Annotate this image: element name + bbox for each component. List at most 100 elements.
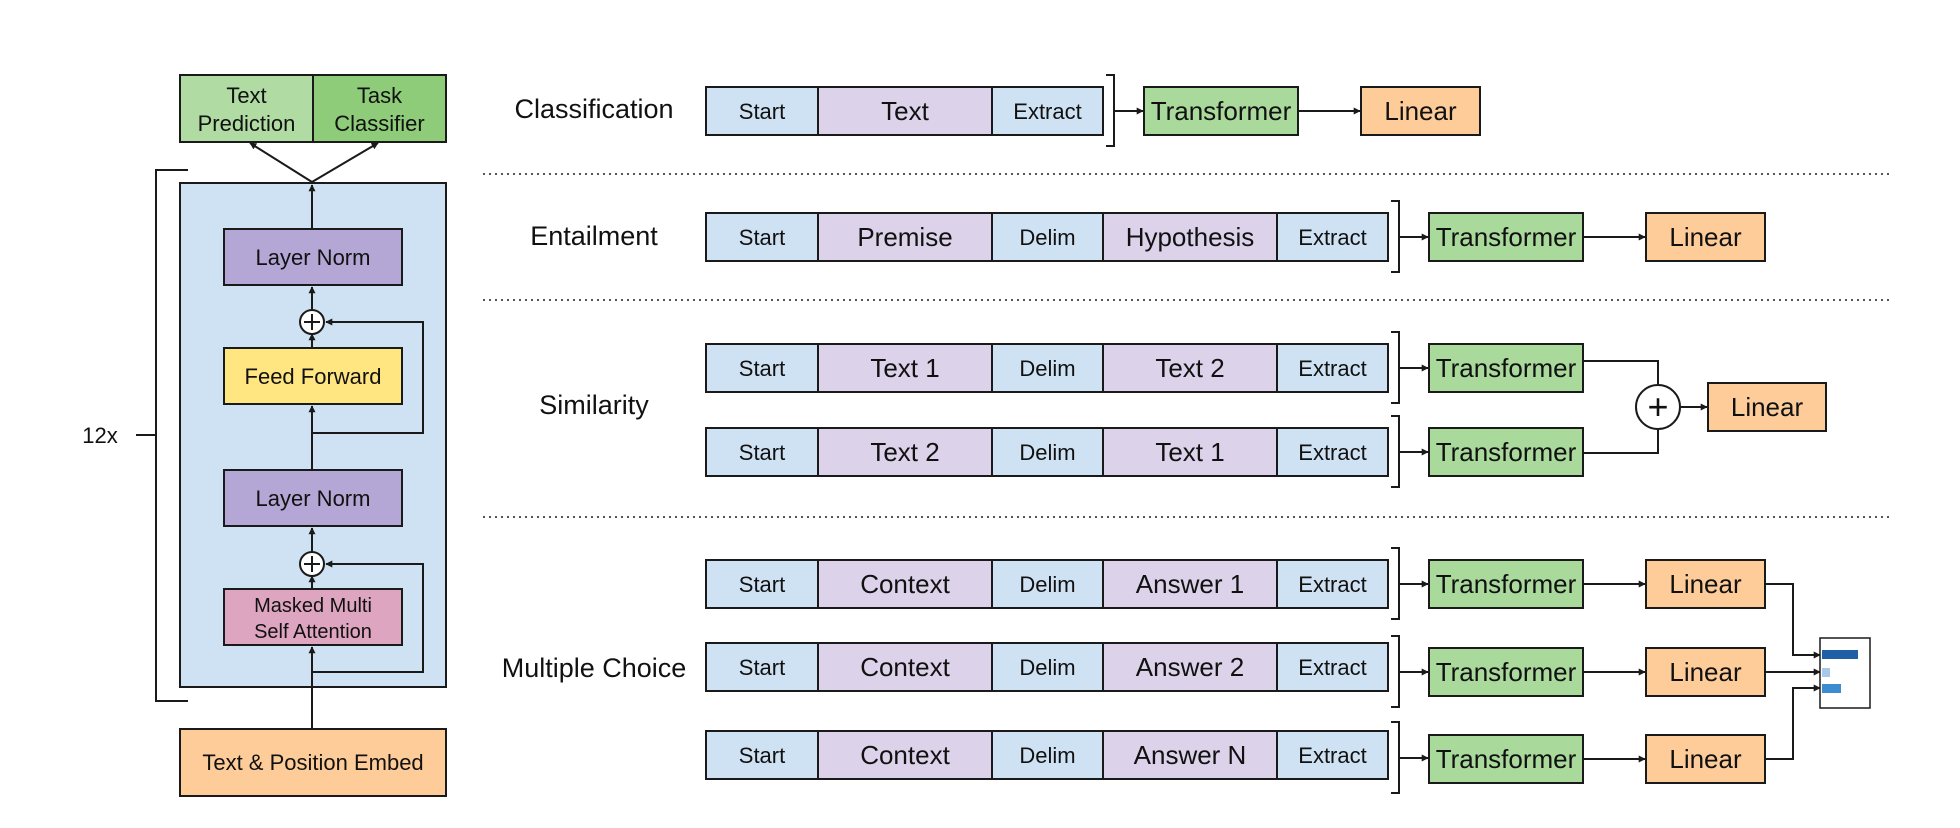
masked-self-attention-label-line1: Masked Multi	[254, 595, 372, 617]
task-label: Entailment	[530, 221, 658, 251]
token-extract	[1276, 427, 1389, 477]
token-start-label: Start	[739, 655, 785, 680]
token-start	[705, 642, 819, 692]
feed-forward-label: Feed Forward	[245, 364, 382, 389]
token-extract	[1276, 730, 1389, 780]
linear-label: Linear	[1731, 392, 1804, 422]
connector-to-softmax	[1765, 684, 1821, 760]
token-text-1-label: Text 1	[1155, 437, 1224, 467]
token-extract	[1276, 559, 1389, 609]
token-start	[705, 427, 819, 477]
sequence-bracket	[1391, 547, 1400, 620]
text-position-embed-box	[179, 728, 447, 797]
transformer-label: Transformer	[1151, 96, 1292, 126]
token-extract	[1276, 642, 1389, 692]
repeat-count: 12x	[82, 423, 117, 448]
token-hypothesis	[1102, 212, 1278, 262]
token-text-2	[1102, 343, 1278, 393]
linear-box	[1645, 212, 1766, 262]
token-context-label: Context	[860, 652, 950, 682]
transformer-box	[1143, 86, 1299, 136]
token-extract-label: Extract	[1298, 440, 1366, 465]
token-start	[705, 343, 819, 393]
task-classifier-label-line1: Task	[357, 83, 403, 108]
token-start-label: Start	[739, 572, 785, 597]
token-start	[705, 730, 819, 780]
sequence-bracket	[1391, 331, 1400, 404]
token-delim-label: Delim	[1019, 572, 1075, 597]
token-text-1-label: Text 1	[870, 353, 939, 383]
text-prediction-box	[179, 74, 314, 143]
masked-self-attention-label-line2: Self Attention	[254, 621, 372, 643]
softmax-bar-icon	[1819, 637, 1871, 709]
token-text-2-label: Text 2	[870, 437, 939, 467]
token-text	[817, 86, 993, 136]
token-delim-label: Delim	[1019, 356, 1075, 381]
token-answer-2	[1102, 642, 1278, 692]
sequence-bracket	[1106, 74, 1115, 147]
text-prediction-label-line2: Prediction	[198, 111, 296, 136]
token-delim	[991, 559, 1104, 609]
task-multiple-choice: Multiple Choice Start Context Delim Answ…	[502, 547, 1871, 794]
token-delim	[991, 343, 1104, 393]
token-extract-label: Extract	[1298, 743, 1366, 768]
token-start	[705, 212, 819, 262]
task-label: Multiple Choice	[502, 653, 687, 683]
linear-box	[1360, 86, 1481, 136]
linear-box	[1707, 382, 1827, 432]
token-answer-n-label: Answer N	[1134, 740, 1247, 770]
token-extract	[991, 86, 1104, 136]
token-extract-label: Extract	[1013, 99, 1081, 124]
transformer-label: Transformer	[1436, 437, 1577, 467]
linear-label: Linear	[1669, 222, 1742, 252]
token-context-label: Context	[860, 569, 950, 599]
sequence-bracket	[1391, 721, 1400, 794]
model-architecture: Text Prediction Task Classifier 12x La	[82, 74, 447, 797]
token-start-label: Start	[739, 99, 785, 124]
token-delim	[991, 730, 1104, 780]
token-text-1	[1102, 427, 1278, 477]
transformer-label: Transformer	[1436, 353, 1577, 383]
arrow-to-task-classifier	[311, 142, 379, 183]
token-hypothesis-label: Hypothesis	[1126, 222, 1255, 252]
layer-norm-bottom-label: Layer Norm	[256, 486, 371, 511]
residual-connection-feedforward	[312, 318, 424, 434]
task-classification: Classification Start Text Extract Transf…	[514, 74, 1481, 147]
token-text-2-label: Text 2	[1155, 353, 1224, 383]
transformer-label: Transformer	[1436, 744, 1577, 774]
linear-label: Linear	[1384, 96, 1457, 126]
token-extract-label: Extract	[1298, 225, 1366, 250]
arrow-to-text-prediction	[249, 142, 313, 183]
linear-label: Linear	[1669, 744, 1742, 774]
token-answer-2-label: Answer 2	[1136, 652, 1244, 682]
layer-norm-bottom-box	[223, 469, 403, 527]
task-entailment: Entailment Start Premise Delim Hypothesi…	[530, 200, 1766, 273]
token-context-label: Context	[860, 740, 950, 770]
text-prediction-label-line1: Text	[226, 83, 266, 108]
task-classifier-label-line2: Classifier	[334, 111, 424, 136]
linear-box	[1645, 559, 1766, 609]
masked-self-attention-box	[223, 588, 403, 646]
token-start-label: Start	[739, 356, 785, 381]
plus-icon	[304, 556, 320, 572]
token-answer-1	[1102, 559, 1278, 609]
linear-label: Linear	[1669, 657, 1742, 687]
connector-to-softmax	[1765, 583, 1821, 659]
transformer-box	[1428, 212, 1584, 262]
text-position-embed-label: Text & Position Embed	[202, 750, 423, 775]
token-delim-label: Delim	[1019, 225, 1075, 250]
transformer-box	[1428, 734, 1584, 784]
token-premise	[817, 212, 993, 262]
token-delim-label: Delim	[1019, 743, 1075, 768]
token-start-label: Start	[739, 743, 785, 768]
plus-icon	[304, 314, 320, 330]
token-start-label: Start	[739, 440, 785, 465]
connector-to-sum	[1583, 430, 1659, 454]
connector-to-sum	[1583, 360, 1659, 384]
transformer-label: Transformer	[1436, 569, 1577, 599]
layer-norm-top-label: Layer Norm	[256, 245, 371, 270]
residual-connection-attention	[312, 560, 424, 673]
token-premise-label: Premise	[857, 222, 952, 252]
task-classifier-box	[312, 74, 447, 143]
